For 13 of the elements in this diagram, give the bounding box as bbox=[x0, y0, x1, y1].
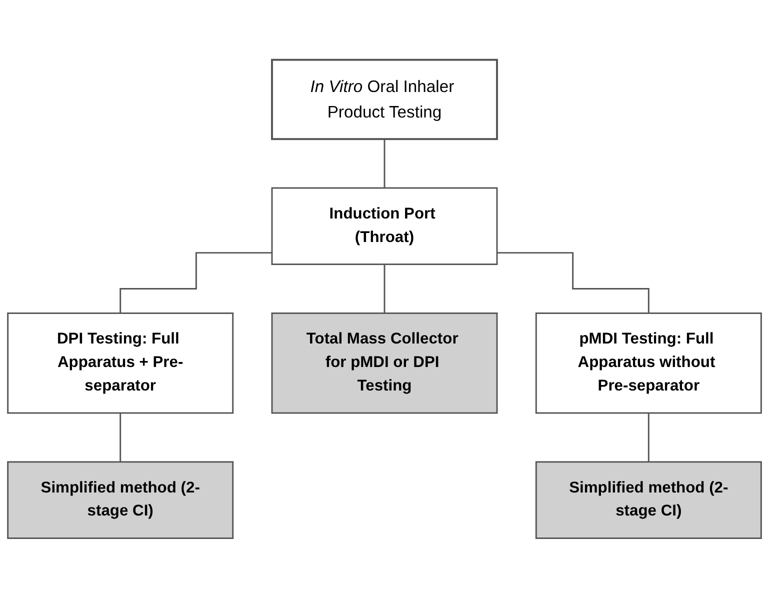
connector bbox=[384, 264, 386, 314]
connector bbox=[120, 252, 272, 314]
connector bbox=[384, 138, 386, 189]
connector bbox=[648, 412, 650, 463]
node-box: DPI Testing: Full Apparatus + Pre-separator bbox=[7, 312, 234, 414]
connector bbox=[120, 412, 122, 463]
node-box: Total Mass Collector for pMDI or DPI Testing bbox=[271, 312, 498, 414]
connector bbox=[497, 252, 650, 314]
node-box: pMDI Testing: Full Apparatus without Pre-separator bbox=[535, 312, 762, 414]
node-box: Simplified method (2-stage CI) bbox=[535, 461, 762, 539]
node-box: Induction Port (Throat) bbox=[271, 187, 498, 265]
node-box: In Vitro Oral Inhaler Product Testing bbox=[271, 58, 498, 140]
node-box: Simplified method (2-stage CI) bbox=[7, 461, 234, 539]
